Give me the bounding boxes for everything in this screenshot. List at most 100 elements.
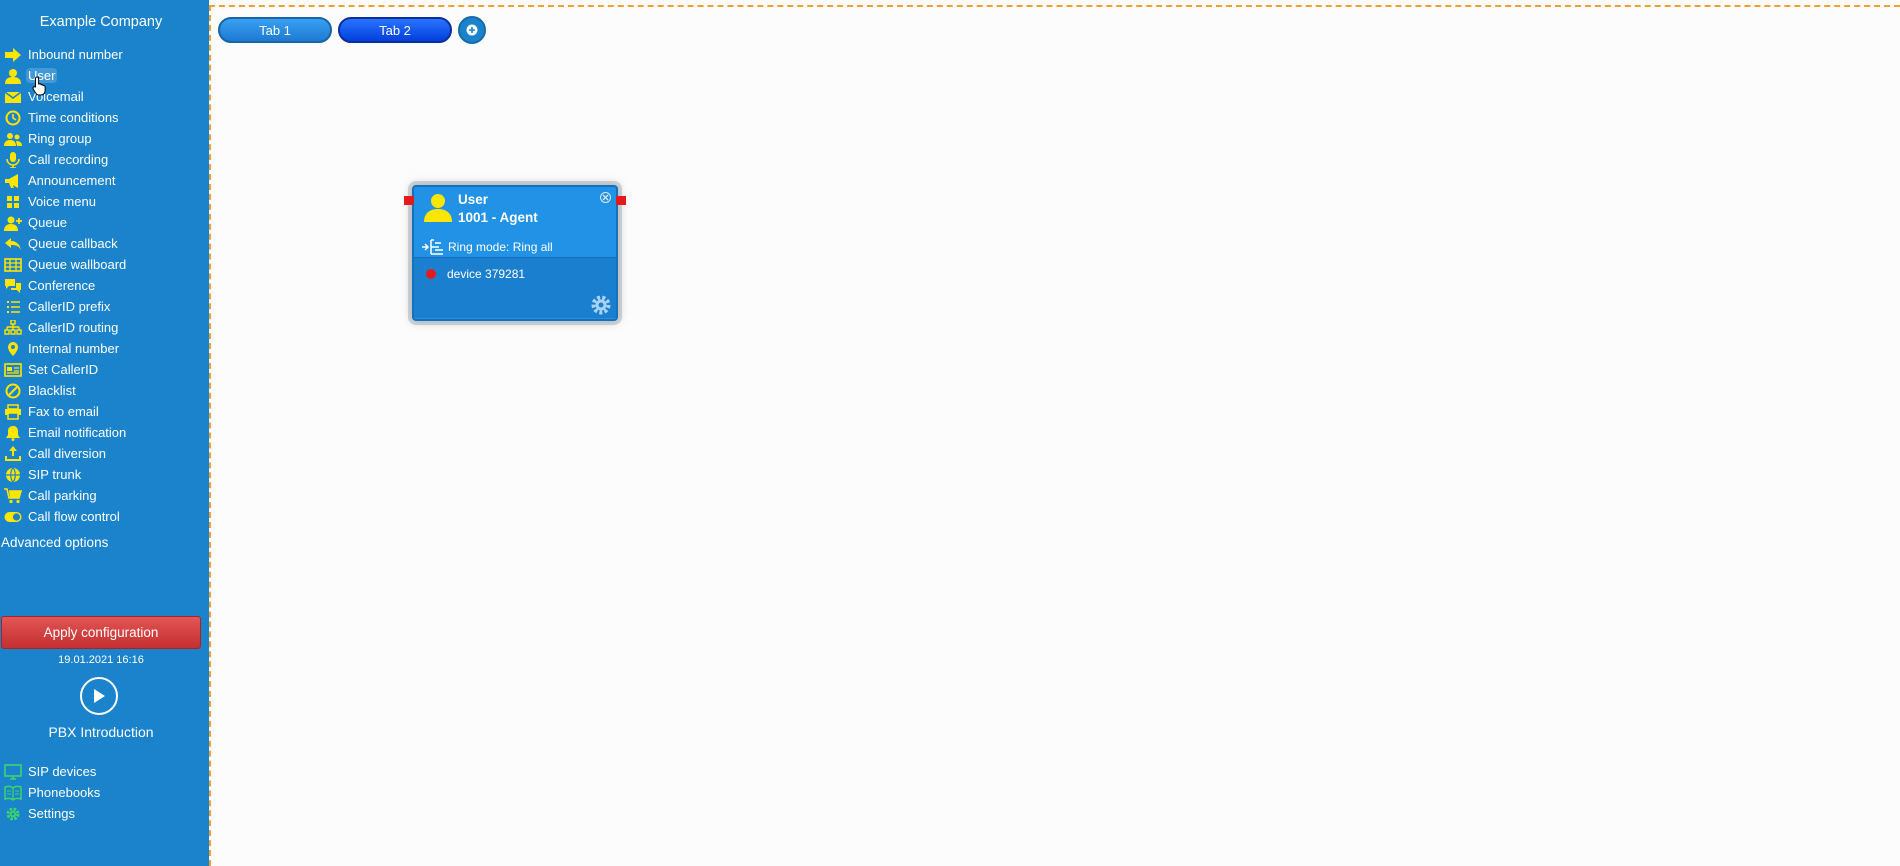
- sidebar-item-label: CallerID prefix: [28, 299, 111, 314]
- envelope-icon: [0, 89, 28, 105]
- sidebar-item-set-callerid[interactable]: Set CallerID: [0, 359, 209, 380]
- sidebar-item-label: Call recording: [28, 152, 109, 167]
- sidebar-item-label: Call diversion: [28, 446, 107, 461]
- sidebar-item-queue-callback[interactable]: Queue callback: [0, 233, 209, 254]
- advanced-options-link[interactable]: Advanced options: [1, 535, 109, 550]
- sidebar-item-phonebooks[interactable]: Phonebooks: [0, 782, 209, 803]
- sidebar-item-label: Inbound number: [28, 47, 123, 62]
- sidebar-item-time-conditions[interactable]: Time conditions: [0, 107, 209, 128]
- user-node[interactable]: User 1001 - Agent Ring mode: Ring all de…: [404, 185, 626, 321]
- sidebar-item-label: Queue callback: [28, 236, 118, 251]
- plus-circle-icon: [466, 24, 478, 36]
- tab-2[interactable]: Tab 2: [338, 17, 452, 43]
- bottom-menu: SIP devices Phonebooks Settings: [0, 761, 209, 824]
- sidebar-item-call-diversion[interactable]: Call diversion: [0, 443, 209, 464]
- sidebar-item-label: Internal number: [28, 341, 120, 356]
- sidebar-item-ring-group[interactable]: Ring group: [0, 128, 209, 149]
- sidebar-item-call-parking[interactable]: Call parking: [0, 485, 209, 506]
- output-port[interactable]: [616, 196, 626, 205]
- sidebar-item-settings[interactable]: Settings: [0, 803, 209, 824]
- sidebar-item-label: Call flow control: [28, 509, 120, 524]
- sidebar-item-label: Blacklist: [28, 383, 76, 398]
- sidebar-item-queue[interactable]: Queue: [0, 212, 209, 233]
- sidebar-item-user[interactable]: User: [0, 65, 209, 86]
- sidebar-item-voice-menu[interactable]: Voice menu: [0, 191, 209, 212]
- pbx-introduction-link[interactable]: PBX Introduction: [48, 724, 154, 740]
- printer-icon: [0, 403, 28, 420]
- user-icon: [0, 68, 28, 84]
- gear-icon[interactable]: [590, 294, 612, 316]
- close-icon: [602, 194, 609, 201]
- megaphone-icon: [0, 173, 28, 189]
- id-card-icon: [0, 362, 28, 378]
- reply-icon: [0, 236, 28, 252]
- sidebar-item-sip-devices[interactable]: SIP devices: [0, 761, 209, 782]
- sidebar-item-blacklist[interactable]: Blacklist: [0, 380, 209, 401]
- book-icon: [0, 785, 28, 801]
- sidebar-item-conference[interactable]: Conference: [0, 275, 209, 296]
- add-tab-button[interactable]: [458, 16, 486, 44]
- tab-1[interactable]: Tab 1: [218, 17, 332, 43]
- sidebar-item-inbound-number[interactable]: Inbound number: [0, 44, 209, 65]
- flow-canvas[interactable]: [209, 5, 1900, 866]
- sidebar-item-label: Fax to email: [28, 404, 99, 419]
- sidebar-item-call-flow-control[interactable]: Call flow control: [0, 506, 209, 527]
- ring-mode-icon: [422, 239, 443, 255]
- sidebar-item-sip-trunk[interactable]: SIP trunk: [0, 464, 209, 485]
- toggle-icon: [0, 509, 28, 525]
- comments-icon: [0, 278, 28, 294]
- user-plus-icon: [0, 215, 28, 231]
- play-button[interactable]: [80, 677, 118, 715]
- sidebar-item-label: SIP devices: [28, 764, 97, 779]
- sidebar-item-label: Conference: [28, 278, 96, 293]
- sidebar-item-label: Set CallerID: [28, 362, 99, 377]
- sidebar-item-label: Queue: [28, 215, 68, 230]
- bell-icon: [0, 425, 28, 441]
- user-icon: [424, 194, 452, 222]
- ban-icon: [0, 383, 28, 399]
- ring-mode-label: Ring mode: Ring all: [448, 240, 553, 254]
- monitor-icon: [0, 763, 28, 780]
- users-icon: [0, 131, 28, 147]
- upload-icon: [0, 445, 28, 462]
- sidebar-item-label: Voice menu: [28, 194, 96, 209]
- input-port[interactable]: [404, 196, 414, 205]
- gear-icon: [0, 806, 28, 822]
- sidebar-item-email-notification[interactable]: Email notification: [0, 422, 209, 443]
- sidebar-item-label: Ring group: [28, 131, 92, 146]
- sidebar-item-announcement[interactable]: Announcement: [0, 170, 209, 191]
- sidebar-item-internal-number[interactable]: Internal number: [0, 338, 209, 359]
- apply-configuration-button[interactable]: Apply configuration: [1, 616, 201, 649]
- sidebar-item-call-recording[interactable]: Call recording: [0, 149, 209, 170]
- sidebar-item-label: Time conditions: [28, 110, 119, 125]
- sidebar-item-callerid-routing[interactable]: CallerID routing: [0, 317, 209, 338]
- hand-cursor-icon: [32, 76, 46, 96]
- sidebar-item-label: Queue wallboard: [28, 257, 127, 272]
- sidebar-item-label: Email notification: [28, 425, 127, 440]
- ring-mode: Ring mode: Ring all: [422, 238, 553, 256]
- sidebar-item-label: User: [26, 68, 58, 83]
- node-header: User 1001 - Agent Ring mode: Ring all: [414, 187, 616, 257]
- sidebar: Example Company Inbound number User Voic…: [0, 0, 209, 866]
- table-icon: [0, 257, 28, 273]
- globe-icon: [0, 467, 28, 483]
- sidebar-item-label: Phonebooks: [28, 785, 101, 800]
- sidebar-item-label: SIP trunk: [28, 467, 82, 482]
- company-name: Example Company: [39, 14, 163, 30]
- sidebar-item-label: CallerID routing: [28, 320, 119, 335]
- sidebar-item-label: Call parking: [28, 488, 97, 503]
- clock-icon: [0, 110, 28, 126]
- sidebar-item-callerid-prefix[interactable]: CallerID prefix: [0, 296, 209, 317]
- sidebar-item-queue-wallboard[interactable]: Queue wallboard: [0, 254, 209, 275]
- arrow-right-icon: [0, 47, 28, 63]
- sidebar-item-fax-to-email[interactable]: Fax to email: [0, 401, 209, 422]
- sidebar-item-label: Announcement: [28, 173, 116, 188]
- node-subtitle: 1001 - Agent: [458, 210, 538, 225]
- node-close-button[interactable]: [600, 192, 611, 203]
- device-status-dot: [426, 269, 436, 279]
- play-icon: [94, 689, 105, 703]
- node-body: device 379281: [414, 257, 616, 318]
- sitemap-icon: [0, 319, 28, 336]
- device-label: device 379281: [447, 267, 526, 281]
- module-menu: Inbound number User Voicemail Time condi…: [0, 44, 209, 527]
